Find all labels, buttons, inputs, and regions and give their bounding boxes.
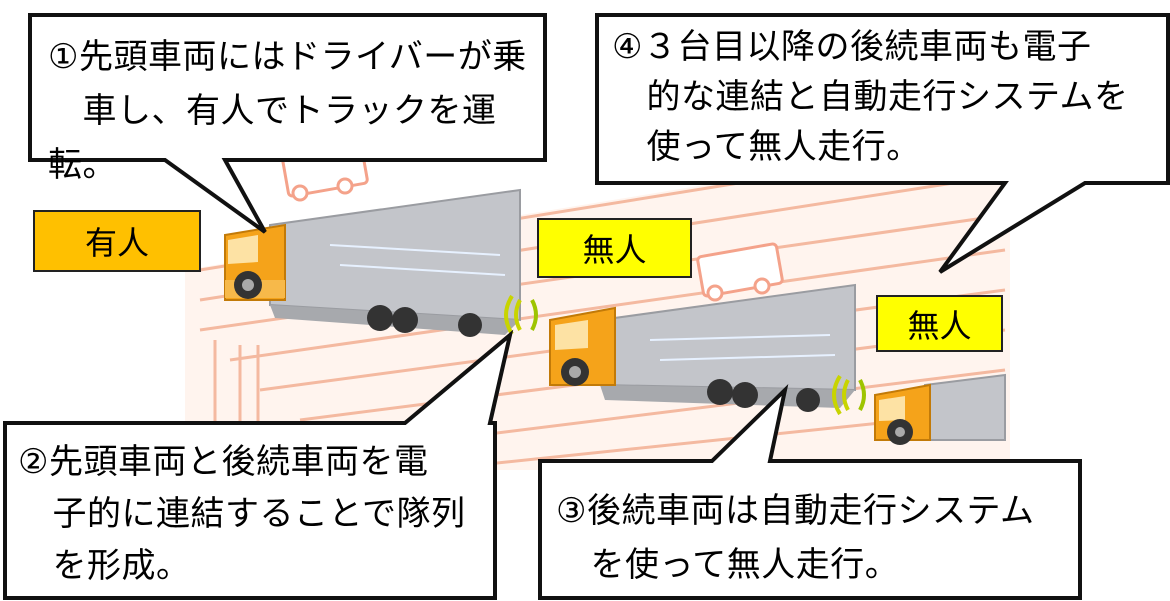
tag-unmanned-second: 無人 xyxy=(537,218,692,278)
callout-unmanned-third: ④３台目以降の後続車両も電子 的な連結と自動走行システムを 使って無人走行。 xyxy=(612,27,1129,167)
callout-lead-driver: ①先頭車両にはドライバーが乗 車し、有人でトラックを運転。 xyxy=(48,37,527,185)
signal-waves-1 xyxy=(504,294,538,336)
truck-follower-1 xyxy=(549,283,856,412)
tag-unmanned-third: 無人 xyxy=(876,295,1003,352)
callout-platoon-link-shape xyxy=(3,329,514,600)
tag-manned: 有人 xyxy=(33,210,201,272)
callout-follow-auto: ③後続車両は自動走行システム を使って無人走行。 xyxy=(556,491,1035,585)
truck-follower-2 xyxy=(874,373,1006,445)
callout-unmanned-third-shape xyxy=(595,13,1170,274)
signal-waves-2 xyxy=(832,374,866,416)
callout-follow-auto-shape xyxy=(538,383,1082,600)
callout-platoon-link: ②先頭車両と後続車両を電 子的に連結することで隊列 を形成。 xyxy=(18,442,466,586)
callout-lead-driver-shape xyxy=(28,13,547,234)
